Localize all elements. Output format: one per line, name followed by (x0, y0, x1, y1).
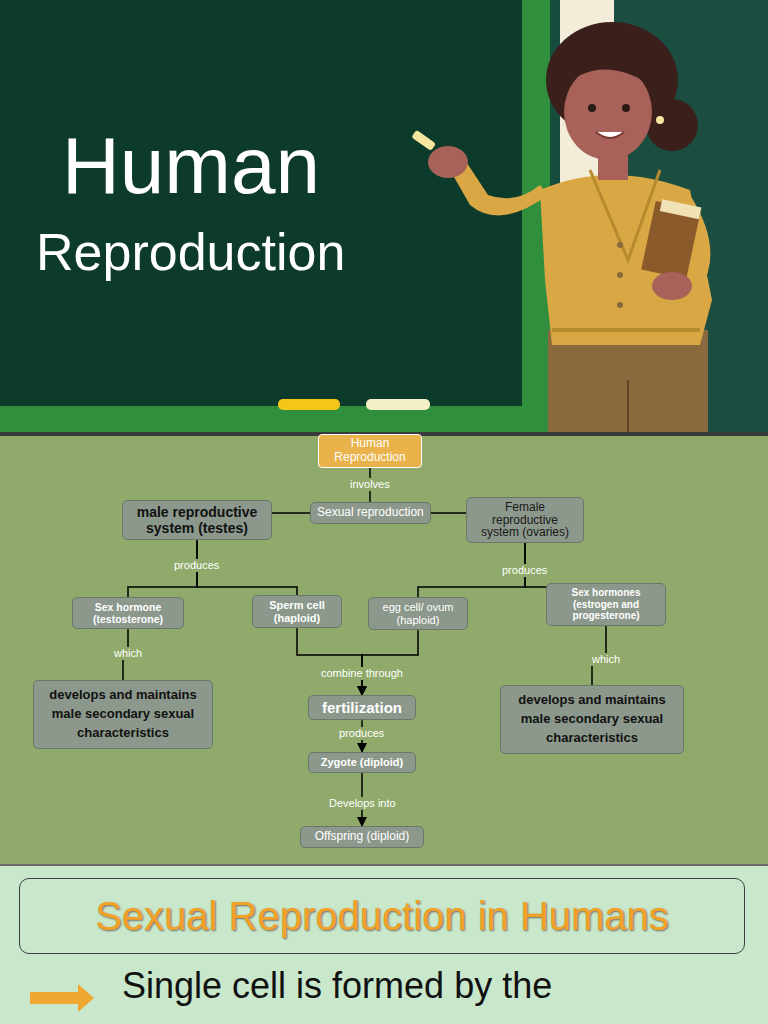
cell-box: Offspring (diploid) (300, 826, 424, 848)
wall (0, 0, 768, 434)
board-title: Human (62, 126, 320, 206)
bullet-arrow (30, 984, 94, 1012)
edge-label: Develops into (326, 797, 399, 810)
chalk (278, 399, 340, 410)
root-box: Human Reproduction (318, 434, 422, 468)
bullet-text: Single cell is formed by the (122, 968, 552, 1004)
cell-box: Sperm cell (haploid) (252, 595, 342, 628)
board-subtitle: Reproduction (36, 226, 345, 278)
edge-label: produces (336, 727, 387, 740)
node-text: Sexual Reproduction in Humans (30, 893, 734, 939)
slide-ground (0, 866, 768, 1024)
edge-label: combine through (318, 667, 406, 680)
node-text: egg cell/ ovum (haploid) (375, 601, 461, 626)
chalk (366, 399, 430, 410)
process-box: fertilization (308, 695, 416, 720)
node-text: male reproductive system (testes) (131, 504, 263, 536)
node-text: Sex hormones (estrogen and progesterone) (553, 587, 659, 622)
node-text: develops and maintains male secondary se… (509, 691, 675, 748)
chalkboard (0, 0, 524, 408)
system-box: Female reproductive system (ovaries) (466, 497, 584, 543)
connector (362, 630, 418, 695)
edge-label: produces (171, 559, 222, 572)
board-ledge (0, 406, 550, 432)
node-text: Human Reproduction (325, 437, 415, 465)
edge-label: involves (347, 478, 393, 491)
edge-label: which (111, 647, 145, 660)
node-text: Female reproductive system (ovaries) (473, 501, 577, 539)
cell-box: Zygote (diploid) (308, 752, 416, 773)
process-box: Sexual reproduction (310, 502, 431, 524)
edge-label: produces (499, 564, 550, 577)
node-text: Zygote (diploid) (315, 756, 409, 769)
node-text: Sexual reproduction (317, 506, 424, 520)
hormone-box: Sex hormone (testosterone) (72, 597, 184, 629)
node-text: develops and maintains male secondary se… (42, 686, 204, 743)
result-box: develops and maintains male secondary se… (33, 680, 213, 749)
node-text: Sex hormone (testosterone) (79, 601, 177, 625)
result-box: develops and maintains male secondary se… (500, 685, 684, 754)
heading-box: Sexual Reproduction in Humans (19, 878, 745, 954)
section-divider (0, 864, 768, 866)
teacher-figure (411, 22, 712, 434)
connector (272, 512, 310, 514)
concept-map-ground (0, 436, 768, 866)
connector (297, 628, 362, 695)
node-text: fertilization (315, 699, 409, 716)
node-text: Offspring (diploid) (307, 830, 417, 844)
edge-label: which (589, 653, 623, 666)
hormone-box: Sex hormones (estrogen and progesterone) (546, 583, 666, 626)
cell-box: egg cell/ ovum (haploid) (368, 597, 468, 630)
system-box: male reproductive system (testes) (122, 500, 272, 540)
node-text: Sperm cell (haploid) (259, 599, 335, 624)
connector (431, 512, 466, 514)
